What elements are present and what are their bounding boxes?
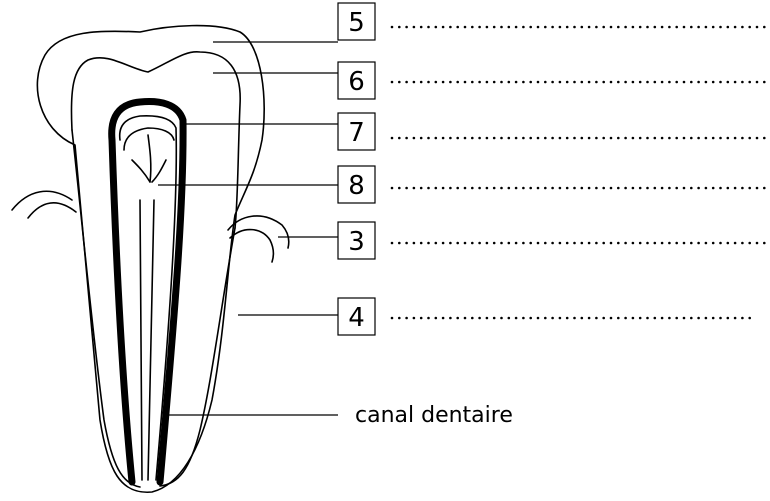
label-6: 6 (338, 62, 768, 99)
label-3: 3 (338, 222, 768, 259)
gum-left-inner (28, 203, 76, 218)
pulp-chamber-wall (112, 102, 183, 482)
label-number-8: 8 (348, 171, 365, 201)
label-4: 4 (338, 298, 750, 335)
label-number-3: 3 (348, 227, 365, 257)
label-number-6: 6 (348, 67, 365, 97)
label-5: 5 (338, 3, 768, 40)
nerve-strand-2 (132, 160, 150, 182)
pulp-canal-line (140, 200, 142, 480)
label-8: 8 (338, 166, 768, 203)
gum-right-inner (230, 230, 273, 262)
label-number-5: 5 (348, 8, 365, 38)
label-7: 7 (338, 113, 768, 150)
canal-dentaire-label: canal dentaire (355, 403, 513, 428)
crown-inner-outline (71, 52, 240, 228)
nerve-strand-1 (148, 135, 151, 182)
gum-left-outer (12, 191, 72, 210)
label-number-7: 7 (348, 118, 365, 148)
label-number-4: 4 (348, 303, 365, 333)
pulp-canal-line-2 (148, 200, 154, 480)
nerve-strand-3 (152, 160, 166, 182)
